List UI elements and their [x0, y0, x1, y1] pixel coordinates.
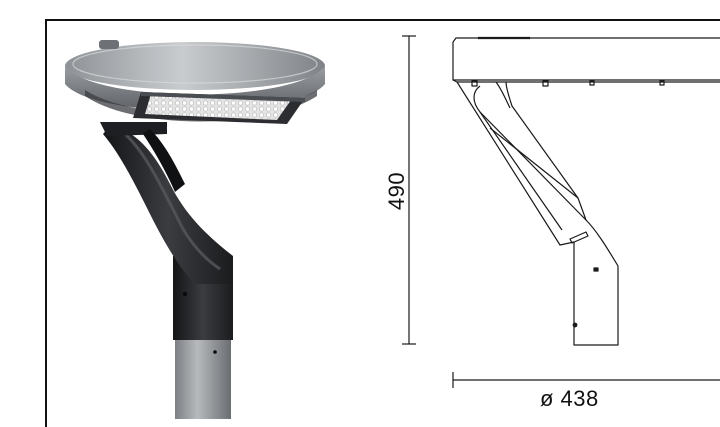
height-dimension-label: 490: [384, 171, 409, 211]
luminaire-photo: [65, 40, 325, 419]
led-array: [145, 94, 291, 120]
frame-top-border: [45, 19, 720, 21]
top-knob: [99, 40, 119, 49]
technical-drawing: [402, 35, 720, 388]
luminaire-head-top: [65, 42, 325, 90]
support-arm: [103, 126, 233, 284]
head-outline: [452, 37, 720, 81]
arm-outline: [456, 81, 619, 346]
pole: [175, 334, 231, 419]
frame-left-border: [45, 19, 47, 427]
sleeve-screw: [182, 291, 188, 297]
diameter-dimension-label: ø 438: [540, 386, 599, 411]
